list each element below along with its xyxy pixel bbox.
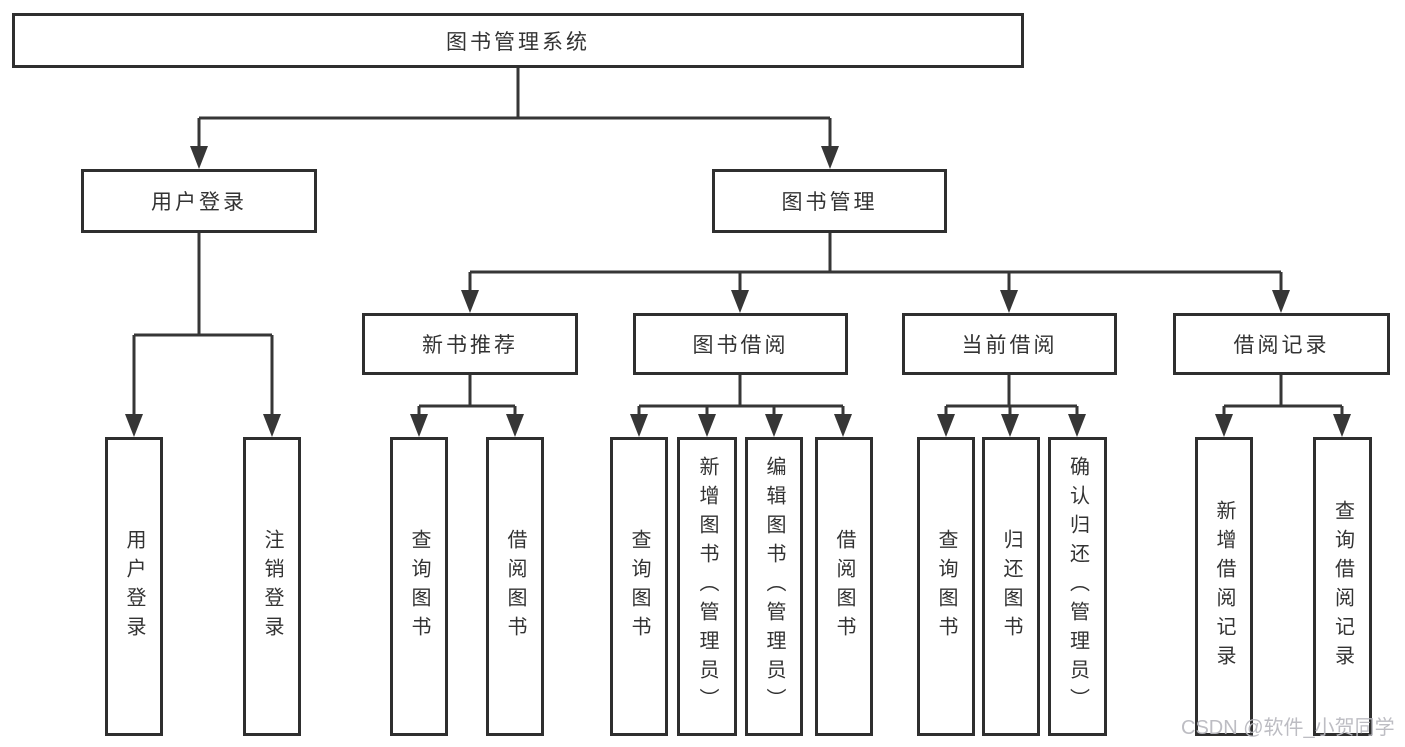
node-book-management: 图书管理 <box>712 169 947 233</box>
arrowhead <box>937 414 955 437</box>
connector-newrec-to-children <box>417 375 517 420</box>
arrowhead <box>263 414 281 437</box>
node-borrow-books-rec: 借阅图书 <box>486 437 544 736</box>
arrowhead <box>698 414 716 437</box>
arrowhead <box>731 290 749 313</box>
arrowhead <box>821 146 839 169</box>
arrowhead <box>1215 414 1233 437</box>
node-current-borrowing: 当前借阅 <box>902 313 1117 375</box>
node-label: 借阅图书 <box>504 528 526 645</box>
node-user-login-leaf: 用户登录 <box>105 437 163 736</box>
node-borrowing-records: 借阅记录 <box>1173 313 1390 375</box>
node-label: 图书借阅 <box>692 334 789 357</box>
node-edit-books-admin: 编辑图书（管理员） <box>745 437 803 736</box>
node-label: 注销登录 <box>261 528 283 645</box>
connector-bookborrow-to-children <box>637 375 845 420</box>
node-label: 查询图书 <box>408 528 430 645</box>
node-label: 查询图书 <box>935 528 957 645</box>
node-query-books-current: 查询图书 <box>917 437 975 736</box>
arrowhead <box>506 414 524 437</box>
arrowhead <box>461 290 479 313</box>
arrowhead <box>1001 414 1019 437</box>
node-label: 图书管理 <box>781 191 878 214</box>
node-library-management-system: 图书管理系统 <box>12 13 1024 68</box>
node-add-books-admin: 新增图书（管理员） <box>677 437 737 736</box>
connector-curborrow-to-children <box>944 375 1079 420</box>
node-label: 编辑图书（管理员） <box>763 456 785 717</box>
arrowhead <box>834 414 852 437</box>
node-label: 用户登录 <box>151 191 247 214</box>
node-user-login: 用户登录 <box>81 169 317 233</box>
arrowhead <box>1068 414 1086 437</box>
node-label: 查询借阅记录 <box>1331 499 1354 674</box>
node-borrow-books: 借阅图书 <box>815 437 873 736</box>
node-query-borrow-record: 查询借阅记录 <box>1313 437 1372 736</box>
node-new-book-recommendation: 新书推荐 <box>362 313 578 375</box>
node-label: 用户登录 <box>123 528 145 645</box>
node-label: 新增借阅记录 <box>1213 499 1235 674</box>
connector-userlogin-to-children <box>132 233 274 418</box>
arrowhead <box>630 414 648 437</box>
connector-borrowrec-to-children <box>1222 375 1344 420</box>
node-add-borrow-record: 新增借阅记录 <box>1195 437 1253 736</box>
connector-bookmgmt-to-level3 <box>468 233 1283 294</box>
arrowhead <box>410 414 428 437</box>
node-logout-leaf: 注销登录 <box>243 437 301 736</box>
node-label: 新增图书（管理员） <box>696 456 718 717</box>
node-label: 当前借阅 <box>961 334 1058 357</box>
node-label: 确认归还（管理员） <box>1066 456 1089 717</box>
arrowhead <box>765 414 783 437</box>
node-label: 图书管理系统 <box>446 30 590 54</box>
arrowhead <box>125 414 143 437</box>
node-label: 借阅图书 <box>833 528 855 645</box>
arrowhead <box>190 146 208 169</box>
node-query-books-borrow: 查询图书 <box>610 437 668 736</box>
node-label: 借阅记录 <box>1233 334 1330 357</box>
csdn-watermark: CSDN @软件_小贺同学 <box>1181 717 1395 739</box>
node-label: 查询图书 <box>628 528 650 645</box>
node-book-borrowing: 图书借阅 <box>633 313 848 375</box>
arrowhead <box>1333 414 1351 437</box>
connector-root-to-level2 <box>197 68 832 150</box>
node-label: 归还图书 <box>1000 528 1022 645</box>
node-return-books: 归还图书 <box>982 437 1040 736</box>
node-confirm-return-admin: 确认归还（管理员） <box>1048 437 1107 736</box>
node-label: 新书推荐 <box>422 334 518 357</box>
arrowhead <box>1272 290 1290 313</box>
arrowhead <box>1000 290 1018 313</box>
node-query-books-rec: 查询图书 <box>390 437 448 736</box>
